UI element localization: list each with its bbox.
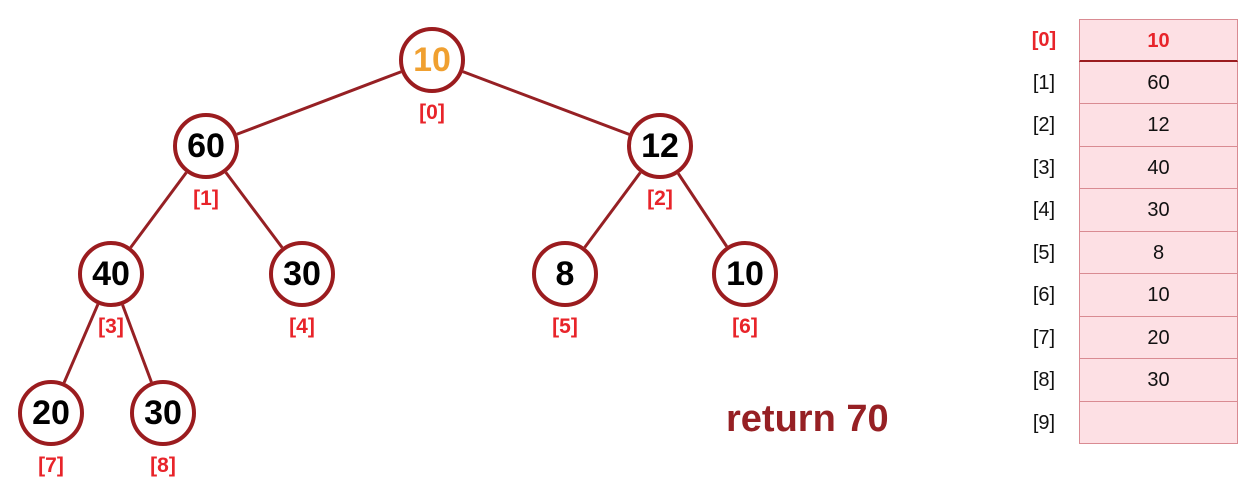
- array-cell: [1079, 401, 1238, 444]
- tree-node-6: 10: [712, 241, 778, 307]
- tree-edge-3-8: [121, 304, 153, 383]
- array-cell: 8: [1079, 231, 1238, 274]
- tree-node-index-3: [3]: [98, 315, 124, 338]
- array-index-label: [6]: [1032, 284, 1056, 306]
- array-cell: 40: [1079, 146, 1238, 189]
- tree-node-index-5: [5]: [552, 315, 578, 338]
- array-cell: 10: [1079, 274, 1238, 317]
- array-cell: 10: [1079, 19, 1238, 62]
- return-label: return 70: [726, 398, 889, 440]
- array-index-label: [8]: [1032, 369, 1056, 391]
- tree-node-index-4: [4]: [289, 315, 315, 338]
- tree-node-index-0: [0]: [419, 101, 445, 124]
- heap-array: [0]10[1]60[2]12[3]40[4]30[5]8[6]10[7]20[…: [1032, 19, 1238, 444]
- array-row: [9]: [1033, 401, 1238, 444]
- array-index-label: [9]: [1032, 411, 1056, 434]
- array-row: [4] 30: [1033, 189, 1238, 232]
- array-index-label: [1]: [1032, 71, 1056, 94]
- tree-node-5: 8: [532, 241, 598, 307]
- tree-edge-2-6: [677, 172, 728, 248]
- tree-edge-3-7: [62, 303, 100, 384]
- array-row: [0] 10: [1032, 19, 1238, 62]
- tree-node-index-8: [8]: [150, 454, 176, 477]
- array-row: [6] 10: [1033, 274, 1238, 317]
- array-row: [1] 60: [1033, 61, 1238, 104]
- array-row: [3] 40: [1033, 146, 1238, 189]
- array-row: [2] 12: [1033, 104, 1238, 147]
- tree-edge-0-2: [462, 70, 630, 136]
- array-cell: 30: [1079, 189, 1238, 232]
- tree-node-1: 60: [173, 113, 239, 179]
- tree-node-4: 30: [269, 241, 335, 307]
- array-row: [5] 8: [1033, 231, 1238, 274]
- tree-node-8: 30: [130, 380, 196, 446]
- array-cell: 30: [1079, 359, 1238, 402]
- tree-edge-0-1: [236, 70, 402, 136]
- array-cell: 12: [1079, 104, 1238, 147]
- tree-edge-1-4: [224, 171, 284, 249]
- array-index-label: [3]: [1032, 156, 1056, 179]
- tree-node-0: 10: [399, 27, 465, 93]
- array-index-label: [5]: [1032, 241, 1056, 264]
- array-cell: 20: [1079, 316, 1238, 359]
- tree-node-index-6: [6]: [732, 315, 758, 338]
- array-index-label: [4]: [1032, 199, 1056, 221]
- array-cell: 60: [1079, 61, 1238, 104]
- array-row: [7] 20: [1033, 316, 1238, 359]
- tree-edge-1-3: [129, 171, 188, 249]
- array-index-label: [0]: [1031, 29, 1057, 51]
- tree-node-7: 20: [18, 380, 84, 446]
- tree-node-index-7: [7]: [38, 454, 64, 477]
- array-row: [8] 30: [1033, 359, 1238, 402]
- array-index-label: [7]: [1032, 326, 1056, 349]
- tree-node-2: 12: [627, 113, 693, 179]
- array-index-label: [2]: [1032, 114, 1056, 136]
- tree-node-index-1: [1]: [193, 187, 219, 210]
- tree-edge-2-5: [583, 171, 642, 249]
- tree-node-index-2: [2]: [647, 187, 673, 210]
- tree-node-3: 40: [78, 241, 144, 307]
